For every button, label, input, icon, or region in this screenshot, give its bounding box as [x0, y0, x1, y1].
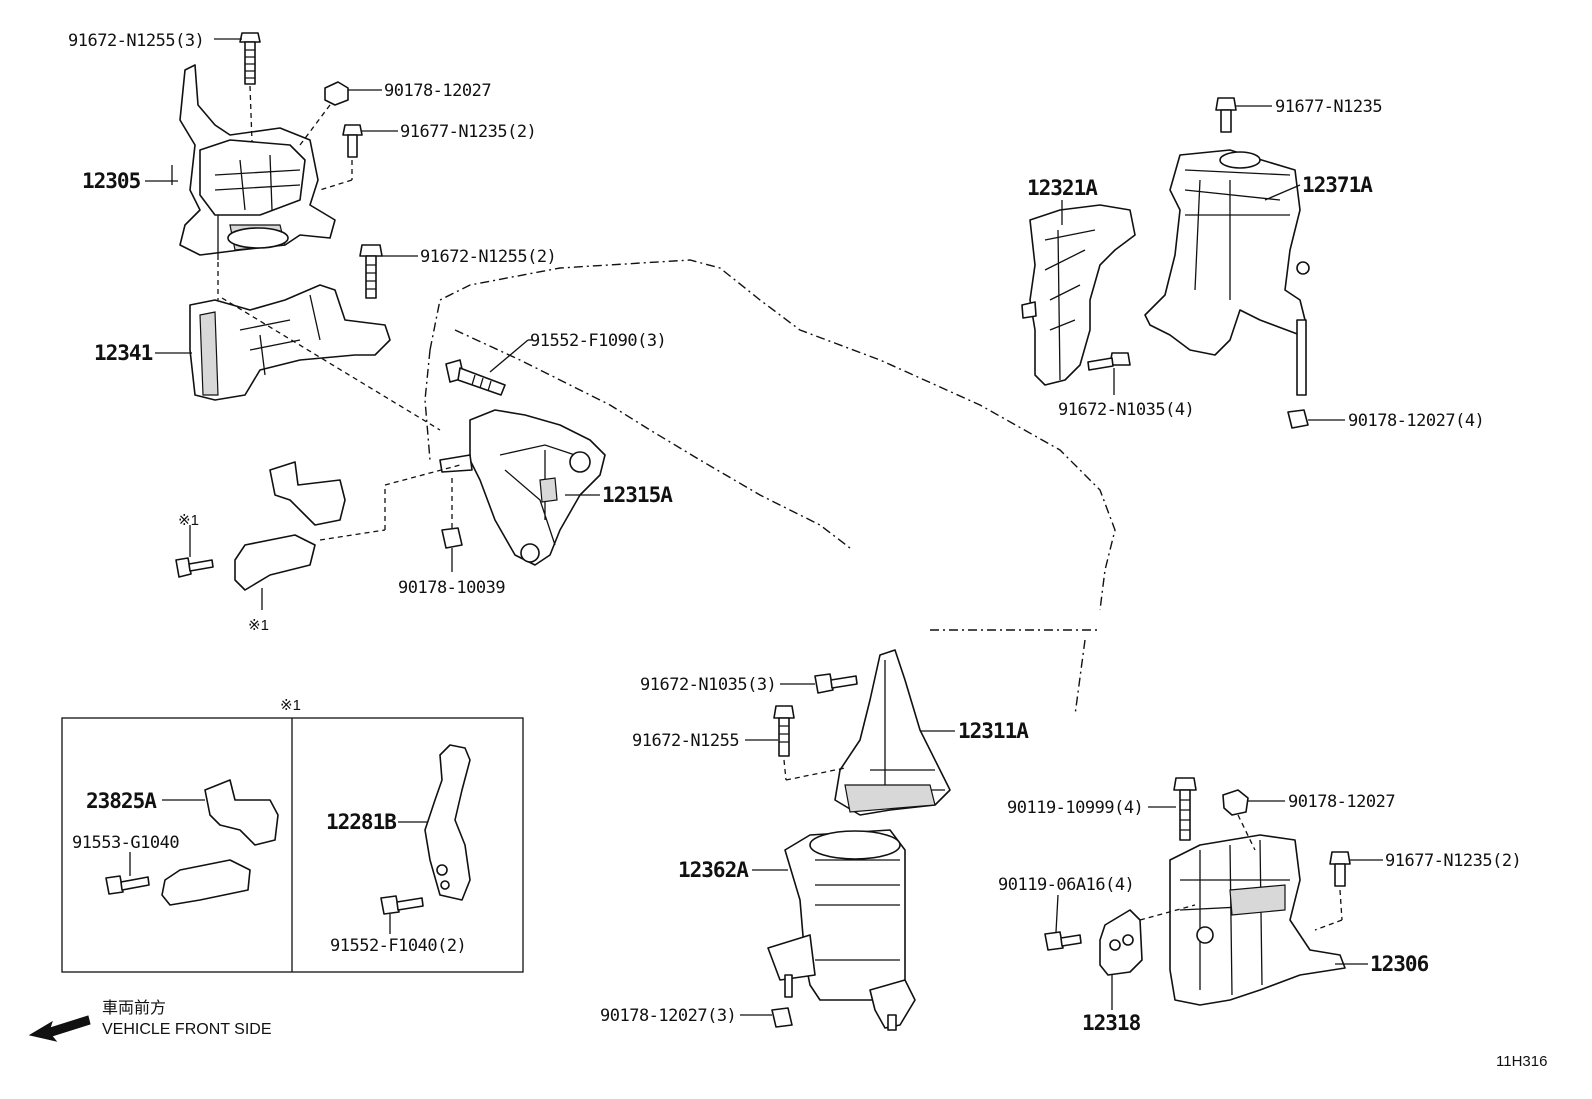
marker-bracket-1: ※1	[248, 617, 269, 634]
direction-japanese: 車両前方	[102, 999, 166, 1017]
part-12371A-mount[interactable]	[1144, 149, 1310, 396]
marker-bolt-1: ※1	[178, 512, 199, 529]
bolt-marker-1[interactable]	[175, 557, 214, 578]
nut-90178-12027-a[interactable]	[324, 81, 349, 106]
callout-labels: 91672-N1255(3) 90178-12027 91677-N1235(2…	[68, 31, 1522, 1026]
bolt-91677-N1235[interactable]	[1215, 97, 1237, 133]
label-12362A: 12362A	[678, 858, 749, 882]
callout-91672-N1035-4: 91672-N1035(4)	[1058, 400, 1194, 420]
bolt-91672-N1035-4[interactable]	[1087, 352, 1131, 371]
label-12371A: 12371A	[1302, 173, 1373, 197]
callout-91677-N1235: 91677-N1235	[1275, 97, 1382, 117]
part-12281B-bracket[interactable]	[398, 744, 471, 901]
part-12305-mount[interactable]	[171, 64, 336, 260]
callout-90178-12027-b: 90178-12027	[1288, 792, 1395, 812]
label-12305: 12305	[82, 169, 141, 193]
part-12321A-bracket[interactable]	[1021, 204, 1136, 386]
part-12315A-bracket[interactable]	[439, 409, 606, 566]
bolt-91672-N1035-3[interactable]	[814, 673, 858, 694]
diagram-id: 11H316	[1496, 1053, 1547, 1070]
callout-91672-N1255-3: 91672-N1255(3)	[68, 31, 204, 51]
bolt-91552-F1040-2[interactable]	[380, 895, 424, 934]
bolt-91553-G1040[interactable]	[105, 852, 150, 895]
nut-90178-10039[interactable]	[441, 527, 463, 549]
label-12341: 12341	[94, 341, 153, 365]
inset-box	[61, 717, 524, 973]
bolt-91677-N1235-2[interactable]	[342, 124, 363, 158]
callout-91552-F1040-2: 91552-F1040(2)	[330, 936, 466, 956]
label-12306: 12306	[1370, 952, 1429, 976]
callout-90119-10999-4: 90119-10999(4)	[1007, 798, 1143, 818]
label-12311A: 12311A	[958, 719, 1029, 743]
callout-90178-12027-3: 90178-12027(3)	[600, 1006, 736, 1026]
part-12341-bracket[interactable]	[189, 284, 391, 401]
label-12318: 12318	[1082, 1011, 1141, 1035]
part-number-labels: 12305 12341 12315A 12321A 12371A 12311A …	[82, 169, 1430, 1035]
bolt-91672-N1255-3[interactable]	[239, 32, 261, 85]
direction-english: VEHICLE FRONT SIDE	[102, 1021, 272, 1038]
label-12315A: 12315A	[602, 483, 673, 507]
callout-90119-06A16-4: 90119-06A16(4)	[998, 875, 1134, 895]
label-23825A: 23825A	[86, 789, 157, 813]
callout-90178-12027-a: 90178-12027	[384, 81, 491, 101]
bolt-91672-N1255[interactable]	[773, 705, 795, 757]
callout-91677-N1235-2b: 91677-N1235(2)	[1385, 851, 1521, 871]
arrow-left-icon	[28, 1015, 91, 1042]
callout-91672-N1255-2: 91672-N1255(2)	[420, 247, 556, 267]
bolt-91677-N1235-2b[interactable]	[1329, 851, 1351, 887]
part-12311A-bracket[interactable]	[834, 649, 951, 816]
bolt-91672-N1255-2[interactable]	[359, 244, 383, 299]
label-12281B: 12281B	[326, 810, 396, 834]
bolt-90119-06A16-4[interactable]	[1044, 931, 1082, 951]
label-12321A: 12321A	[1027, 176, 1098, 200]
inset-marker: ※1	[280, 697, 301, 714]
callout-91677-N1235-2: 91677-N1235(2)	[400, 122, 536, 142]
part-12362A-mount[interactable]	[767, 829, 916, 1031]
vehicle-front-note: 車両前方 VEHICLE FRONT SIDE	[28, 999, 272, 1042]
bolt-90119-10999-4[interactable]	[1173, 777, 1197, 841]
nut-90178-12027-3[interactable]	[771, 1007, 793, 1028]
callout-91553-G1040: 91553-G1040	[72, 833, 179, 853]
bolt-91552-F1090-3[interactable]	[445, 359, 506, 396]
callout-91552-F1090-3: 91552-F1090(3)	[530, 331, 666, 351]
engine-outline	[424, 259, 1116, 716]
callout-91672-N1035-3: 91672-N1035(3)	[640, 675, 776, 695]
nut-90178-12027-4[interactable]	[1287, 409, 1309, 429]
callout-90178-10039: 90178-10039	[398, 578, 505, 598]
part-12306-mount[interactable]	[1169, 834, 1346, 1006]
callout-90178-12027-4: 90178-12027(4)	[1348, 411, 1484, 431]
part-23825A-bracket[interactable]	[161, 779, 279, 906]
part-bracket-marker-1[interactable]	[234, 461, 346, 591]
leader-lines	[145, 38, 1383, 1016]
callout-91672-N1255: 91672-N1255	[632, 731, 739, 751]
part-12318-plate[interactable]	[1099, 909, 1143, 976]
nut-90178-12027-b[interactable]	[1222, 789, 1249, 816]
